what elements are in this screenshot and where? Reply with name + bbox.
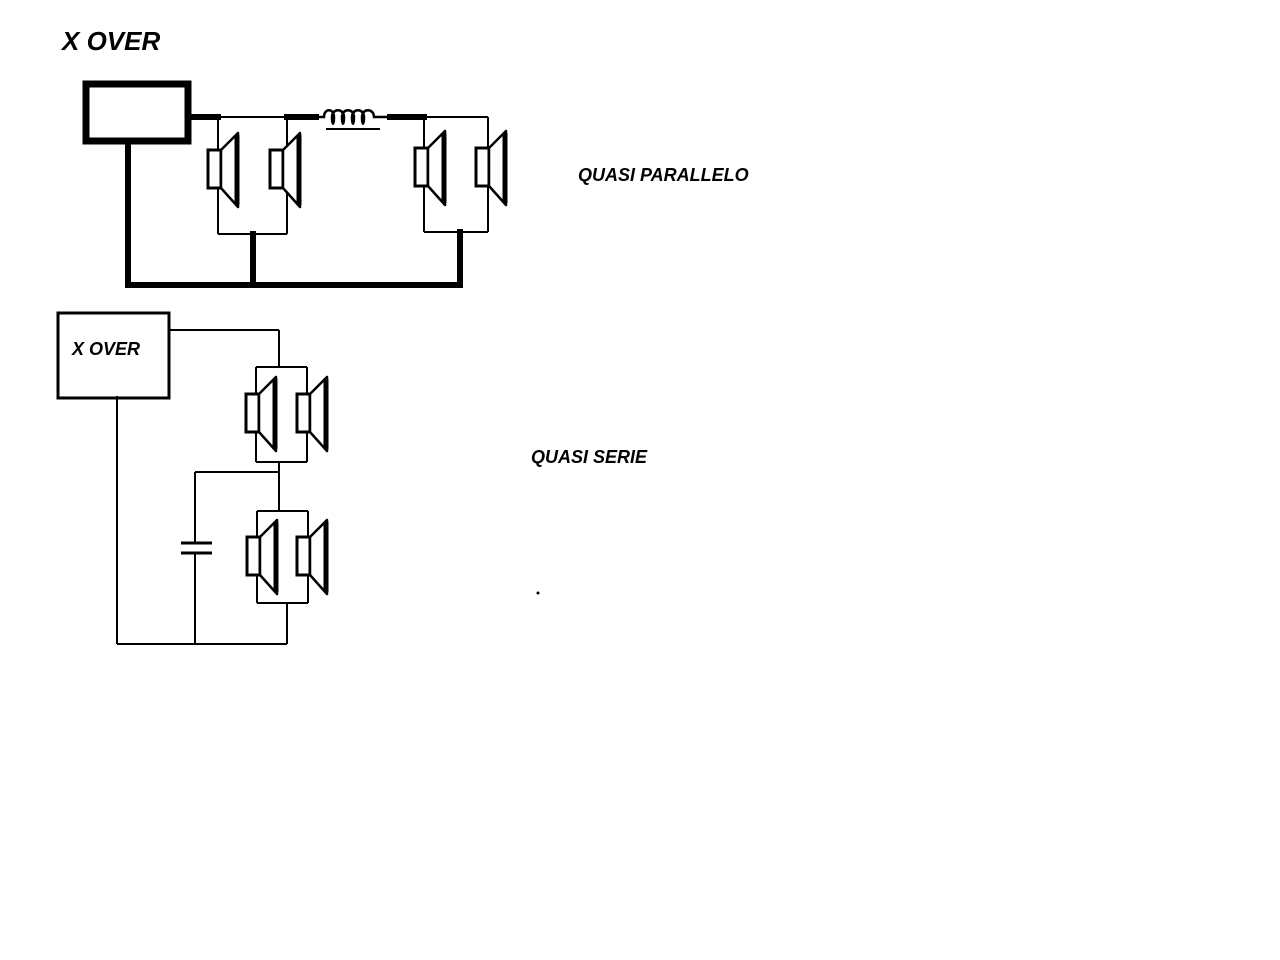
speaker-icon	[247, 520, 277, 594]
thick-wires-top	[125, 114, 463, 288]
speaker-icon	[297, 377, 327, 451]
speaker-icon	[270, 133, 300, 207]
stray-dot	[536, 591, 540, 595]
quasi-parallelo-diagram	[82, 80, 506, 288]
capacitor	[181, 541, 212, 555]
speaker-icon	[208, 133, 238, 207]
quasi-serie-diagram	[56, 311, 540, 645]
crossover-box-label: X OVER	[72, 339, 141, 359]
thin-wires-bottom	[116, 329, 309, 645]
speaker-icon	[246, 377, 276, 451]
inductor-coil	[316, 109, 390, 130]
crossover-box-top	[82, 80, 192, 145]
speaker-icon	[415, 131, 445, 205]
speaker-icon	[297, 520, 327, 594]
quasi-serie-label: QUASI SERIE	[531, 447, 648, 467]
quasi-parallelo-label: QUASI PARALLELO	[578, 165, 749, 185]
speaker-icon	[476, 131, 506, 205]
page-title: X OVER	[62, 26, 161, 56]
crossover-box-bottom	[56, 311, 171, 400]
